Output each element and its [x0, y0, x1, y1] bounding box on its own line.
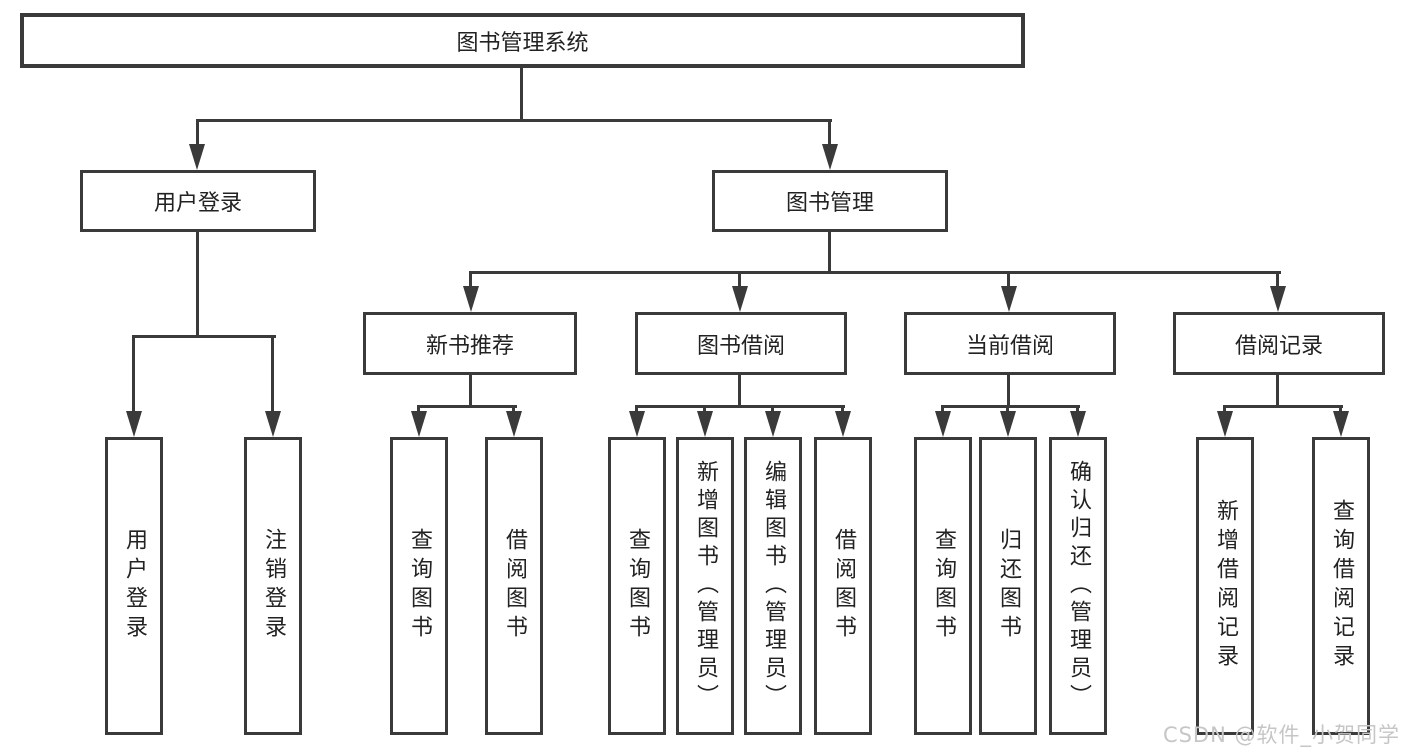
leaf-confirm-return-admin: 确认归还（管理员）	[1049, 437, 1107, 735]
connector-line	[1076, 405, 1079, 413]
connector-line	[196, 119, 832, 122]
connector-line	[469, 271, 472, 288]
arrow-down-icon	[126, 411, 142, 437]
node-label: 用户登录	[153, 191, 242, 216]
connector-line	[941, 405, 1080, 408]
leaf-label: 确认归还（管理员）	[1066, 460, 1091, 712]
arrow-down-icon	[629, 411, 645, 437]
connector-line	[196, 119, 199, 147]
connector-line	[828, 232, 831, 274]
arrow-down-icon	[822, 144, 838, 170]
arrow-down-icon	[506, 411, 522, 437]
connector-line	[417, 405, 420, 413]
connector-line	[469, 375, 472, 407]
arrow-down-icon	[765, 411, 781, 437]
connector-line	[469, 271, 1281, 274]
leaf-query-books-recommend: 查询图书	[390, 437, 448, 735]
leaf-label: 用户登录	[122, 528, 147, 644]
arrow-down-icon	[1270, 286, 1286, 312]
arrow-down-icon	[411, 411, 427, 437]
arrow-down-icon	[189, 144, 205, 170]
leaf-borrow-books: 借阅图书	[814, 437, 872, 735]
leaf-label: 查询图书	[931, 528, 956, 644]
leaf-label: 借阅图书	[831, 528, 856, 644]
node-label: 当前借阅	[965, 333, 1054, 359]
connector-line	[520, 68, 523, 121]
arrow-down-icon	[835, 411, 851, 437]
connector-line	[738, 375, 741, 407]
connector-line	[512, 405, 515, 413]
node-borrowing-records: 借阅记录	[1173, 312, 1385, 375]
leaf-edit-books-admin: 编辑图书（管理员）	[744, 437, 802, 735]
leaf-label: 借阅图书	[502, 528, 527, 644]
connector-line	[828, 119, 831, 147]
connector-line	[1276, 271, 1279, 288]
connector-line	[703, 405, 706, 413]
leaf-logout: 注销登录	[244, 437, 302, 735]
connector-line	[635, 405, 845, 408]
arrow-down-icon	[265, 411, 281, 437]
connector-line	[1276, 375, 1279, 407]
arrow-down-icon	[463, 286, 479, 312]
connector-line	[132, 335, 276, 338]
arrow-down-icon	[732, 286, 748, 312]
connector-line	[271, 335, 274, 413]
leaf-add-borrow-record: 新增借阅记录	[1196, 437, 1254, 735]
arrow-down-icon	[1001, 286, 1017, 312]
leaf-query-borrow-record: 查询借阅记录	[1312, 437, 1370, 735]
leaf-return-books: 归还图书	[979, 437, 1037, 735]
connector-line	[738, 271, 741, 288]
node-book-borrowing: 图书借阅	[635, 312, 847, 375]
node-library-management-system: 图书管理系统	[20, 13, 1025, 68]
arrow-down-icon	[697, 411, 713, 437]
leaf-label: 查询借阅记录	[1329, 499, 1354, 673]
connector-line	[635, 405, 638, 413]
node-label: 借阅记录	[1234, 333, 1323, 359]
node-user-login: 用户登录	[80, 170, 316, 232]
arrow-down-icon	[1000, 411, 1016, 437]
arrow-down-icon	[1333, 411, 1349, 437]
leaf-label: 查询图书	[407, 528, 432, 644]
leaf-label: 新增借阅记录	[1213, 499, 1238, 673]
node-label: 图书借阅	[696, 333, 785, 359]
connector-line	[417, 405, 517, 408]
leaf-label: 编辑图书（管理员）	[761, 460, 786, 712]
leaf-label: 查询图书	[625, 528, 650, 644]
leaf-label: 归还图书	[996, 528, 1021, 644]
leaf-user-login: 用户登录	[105, 437, 163, 735]
connector-line	[771, 405, 774, 413]
leaf-label: 注销登录	[261, 528, 286, 644]
connector-line	[132, 335, 135, 413]
connector-line	[841, 405, 844, 413]
node-label: 新书推荐	[425, 333, 514, 359]
node-label: 图书管理系统	[456, 30, 589, 56]
node-new-book-recommendation: 新书推荐	[363, 312, 577, 375]
connector-line	[196, 232, 199, 338]
node-book-management: 图书管理	[712, 170, 948, 232]
arrow-down-icon	[1070, 411, 1086, 437]
node-current-borrowing: 当前借阅	[904, 312, 1116, 375]
connector-line	[1339, 405, 1342, 413]
leaf-label: 新增图书（管理员）	[693, 460, 718, 712]
arrow-down-icon	[1217, 411, 1233, 437]
connector-line	[941, 405, 944, 413]
connector-line	[1223, 405, 1226, 413]
csdn-watermark: CSDN @软件_小贺同学	[1162, 723, 1400, 747]
connector-line	[1007, 375, 1010, 407]
connector-line	[1223, 405, 1343, 408]
leaf-query-books-borrow: 查询图书	[608, 437, 666, 735]
leaf-query-books-current: 查询图书	[914, 437, 972, 735]
connector-line	[1006, 405, 1009, 413]
node-label: 图书管理	[785, 191, 874, 216]
leaf-borrow-books-recommend: 借阅图书	[485, 437, 543, 735]
connector-line	[1007, 271, 1010, 288]
arrow-down-icon	[935, 411, 951, 437]
leaf-add-books-admin: 新增图书（管理员）	[676, 437, 734, 735]
